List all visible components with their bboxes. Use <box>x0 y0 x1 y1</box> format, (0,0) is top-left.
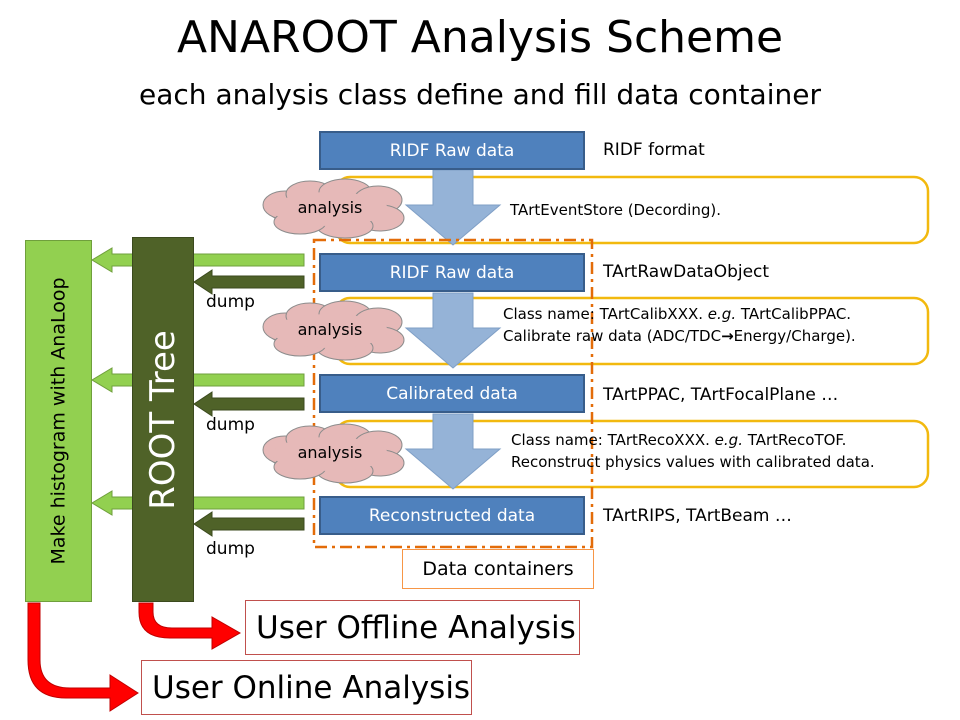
analysis-label-2: analysis <box>297 320 363 339</box>
calib-note: Class name: TArtCalibXXX. e.g. TArtCalib… <box>503 305 856 345</box>
analysis-label-1: analysis <box>297 198 363 217</box>
arrow-decode <box>404 169 502 246</box>
right-arrow-icon: → <box>721 327 734 345</box>
page-title: ANAROOT Analysis Scheme <box>176 12 784 63</box>
calibrated-data-box: Calibrated data <box>319 374 585 413</box>
reconstructed-data-box: Reconstructed data <box>319 496 585 535</box>
reco-classes-label: TArtRIPS, TArtBeam … <box>603 506 792 526</box>
user-online-analysis-box: User Online Analysis <box>141 660 472 715</box>
arrow-calibrate <box>404 292 502 369</box>
ridf-raw-data-box-top: RIDF Raw data <box>319 131 585 170</box>
calib-classes-label: TArtPPAC, TArtFocalPlane … <box>603 385 839 405</box>
root-tree-label: ROOT Tree <box>143 329 183 510</box>
ridf-format-label: RIDF format <box>603 140 705 160</box>
page-subtitle: each analysis class define and fill data… <box>139 78 821 111</box>
histogram-label: Make histogram with AnaLoop <box>47 277 70 565</box>
histogram-bar: Make histogram with AnaLoop <box>25 240 92 602</box>
online-red-arrow <box>27 602 139 712</box>
reco-note: Class name: TArtRecoXXX. e.g. TArtRecoTO… <box>511 431 875 471</box>
ridf-raw-data-box: RIDF Raw data <box>319 253 585 292</box>
root-tree-bar: ROOT Tree <box>132 237 194 602</box>
dump-label-3: dump <box>206 539 255 559</box>
offline-red-arrow <box>138 602 242 650</box>
raw-object-label: TArtRawDataObject <box>603 262 770 282</box>
analysis-label-3: analysis <box>297 443 363 462</box>
arrow-reconstruct <box>404 413 502 490</box>
dump-label-1: dump <box>206 292 255 312</box>
data-containers-frame <box>312 238 594 549</box>
event-store-note: TArtEventStore (Decording). <box>510 201 721 219</box>
dump-label-2: dump <box>206 415 255 435</box>
data-containers-label: Data containers <box>402 549 594 589</box>
dump-arrows <box>193 269 305 537</box>
user-offline-analysis-box: User Offline Analysis <box>245 600 580 655</box>
